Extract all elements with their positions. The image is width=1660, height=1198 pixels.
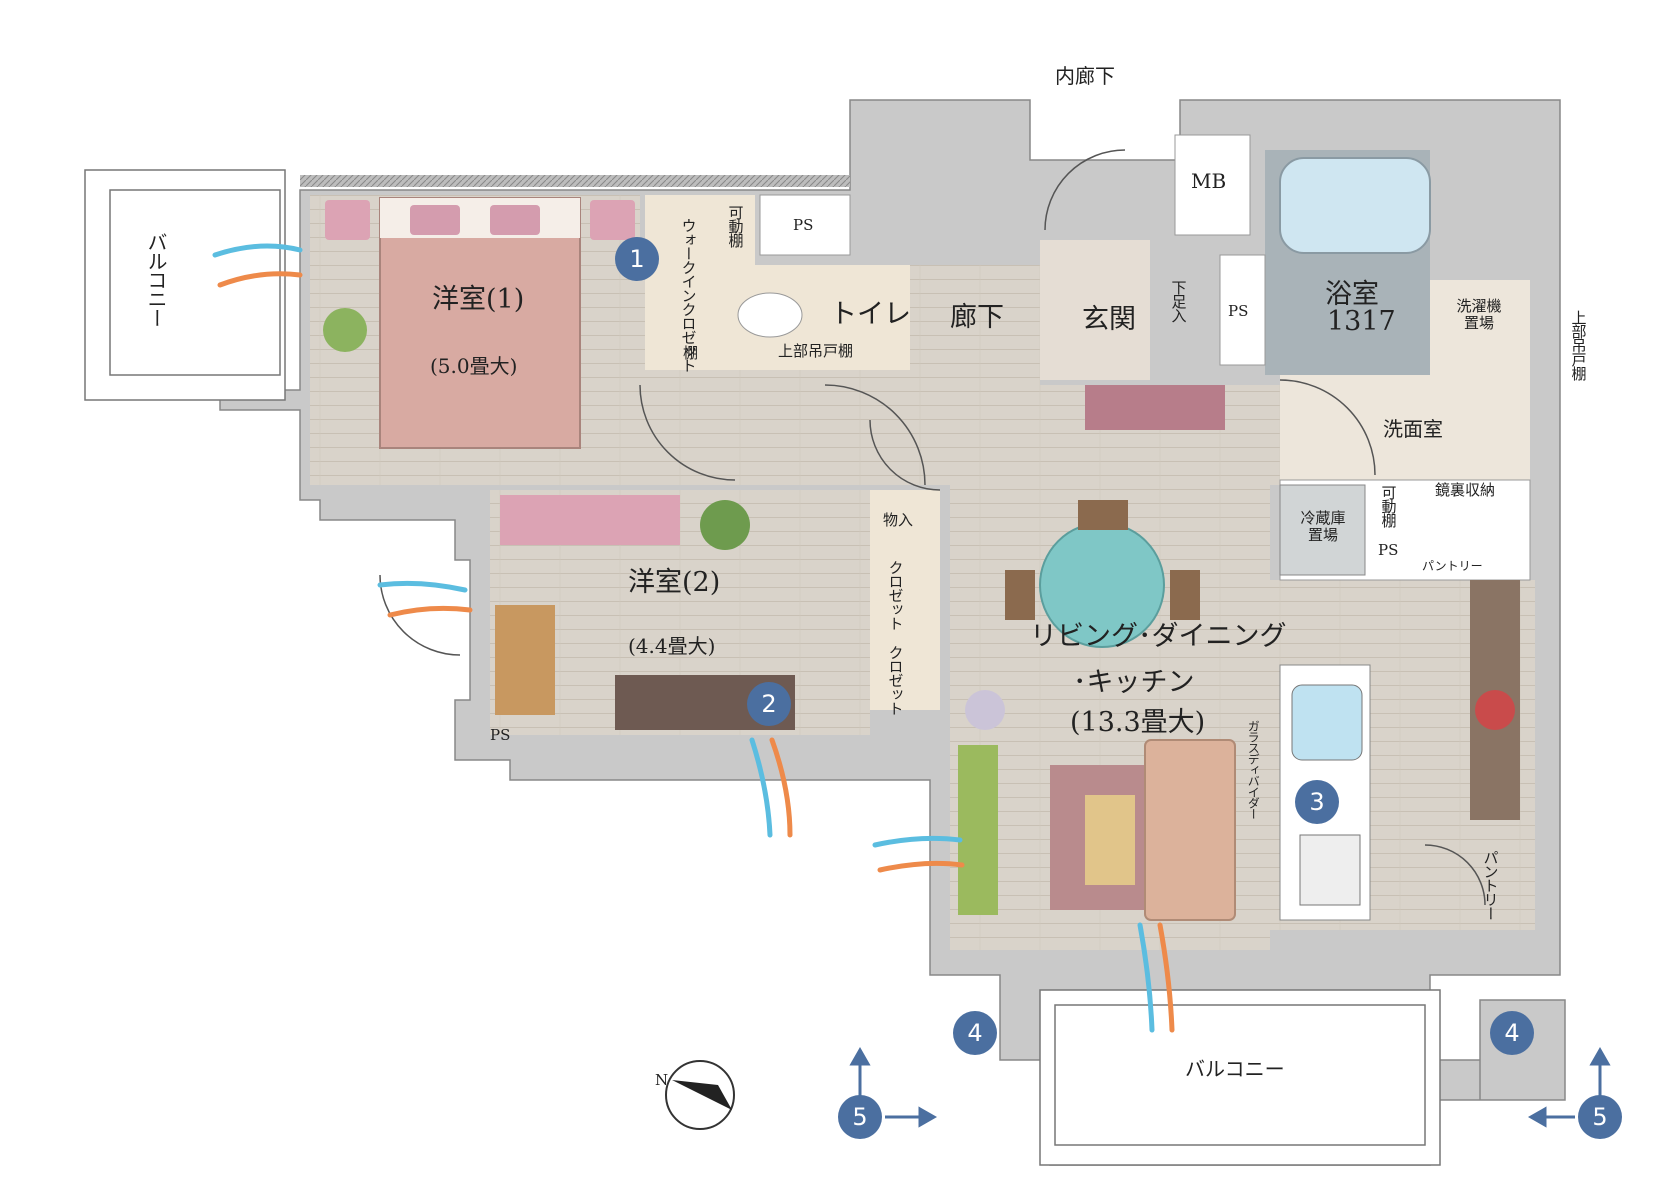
ps-box-top bbox=[759, 194, 851, 256]
room-hallway: 廊下 bbox=[950, 302, 1004, 333]
room-western1-name: 洋室(1) bbox=[432, 284, 525, 315]
room-western2-name: 洋室(2) bbox=[628, 567, 721, 598]
badge-5-right: 5 bbox=[1578, 1095, 1622, 1139]
label-washer: 洗濯機置場 bbox=[1456, 297, 1502, 332]
label-fridge: 冷蔵庫置場 bbox=[1300, 509, 1346, 544]
console-table bbox=[1085, 385, 1225, 430]
mb-box bbox=[1174, 134, 1251, 236]
floor-entrance bbox=[1040, 240, 1150, 380]
room-ldk-name2: ･キッチン bbox=[1073, 667, 1195, 698]
floor-walkin bbox=[645, 195, 755, 370]
label-compass-n: N bbox=[655, 1071, 669, 1089]
label-closet2: クロゼット bbox=[886, 645, 905, 715]
label-upper-cabinet: 上部吊戸棚 bbox=[778, 342, 854, 360]
label-ps-top: PS bbox=[793, 216, 814, 234]
label-closet1: クロゼット bbox=[886, 560, 905, 630]
floor-storage bbox=[870, 490, 940, 710]
label-movable-shelf2: 可動棚 bbox=[1379, 485, 1398, 527]
label-ps-entry: PS bbox=[1228, 302, 1249, 320]
compass-icon bbox=[665, 1060, 735, 1130]
label-mb: MB bbox=[1191, 169, 1227, 193]
label-balcony-bottom: バルコニー bbox=[1185, 1057, 1285, 1081]
plant-room2 bbox=[700, 500, 750, 550]
chair-right bbox=[1170, 570, 1200, 620]
room-western2-size: (4.4畳大) bbox=[628, 634, 716, 658]
side-desk bbox=[495, 605, 555, 715]
label-storage: 物入 bbox=[883, 511, 914, 529]
fridge-space bbox=[1279, 484, 1366, 576]
label-upper-cabinet-right: 上部吊戸棚 bbox=[1569, 310, 1588, 380]
room-washroom: 洗面室 bbox=[1383, 417, 1443, 441]
sink bbox=[1291, 684, 1363, 761]
label-movable-shelf1: 可動棚 bbox=[726, 205, 745, 247]
room-ldk-size: (13.3畳大) bbox=[1070, 707, 1206, 738]
desk-pink bbox=[500, 495, 680, 545]
room-bath: 浴室 bbox=[1325, 279, 1379, 310]
flowers bbox=[1475, 690, 1515, 730]
label-shelf: 棚 bbox=[683, 344, 699, 362]
tv-board bbox=[958, 745, 998, 915]
badge-4-right: 4 bbox=[1490, 1011, 1534, 1055]
ps-box-entry bbox=[1219, 254, 1266, 366]
breeze-arrows bbox=[212, 243, 1175, 1033]
badge-3: 3 bbox=[1295, 780, 1339, 824]
chair-top bbox=[1078, 500, 1128, 530]
label-pantry: パントリー bbox=[1481, 850, 1500, 920]
view-arrows bbox=[849, 1046, 1611, 1128]
top-hatch bbox=[300, 175, 850, 187]
balcony-left bbox=[84, 169, 286, 401]
label-ps-kitchen: PS bbox=[1378, 541, 1399, 559]
room-entrance: 玄関 bbox=[1082, 304, 1136, 335]
label-mirror-storage: 鏡裏収納 bbox=[1435, 481, 1496, 499]
coffee-table bbox=[1085, 795, 1135, 885]
bathtub bbox=[1279, 157, 1431, 254]
label-ps-bottom: PS bbox=[490, 726, 511, 744]
room-bath-size: 1317 bbox=[1327, 306, 1396, 337]
label-balcony-left: バルコニー bbox=[144, 232, 168, 327]
label-walkin-closet: ウォークインクロゼット bbox=[679, 218, 698, 372]
label-shoe-box: 下足入 bbox=[1169, 280, 1188, 322]
bed bbox=[379, 197, 581, 449]
badge-4-left: 4 bbox=[953, 1011, 997, 1055]
nightstand-left bbox=[325, 200, 370, 240]
balcony-bottom bbox=[1039, 989, 1441, 1166]
plant-bedroom bbox=[323, 308, 367, 352]
label-pantry-small: パントリー bbox=[1422, 559, 1483, 573]
stove bbox=[1299, 834, 1361, 906]
door-swings bbox=[379, 149, 1486, 906]
badge-1: 1 bbox=[615, 237, 659, 281]
room-toilet: トイレ bbox=[830, 299, 911, 330]
toilet-bowl bbox=[737, 292, 803, 338]
chair-left bbox=[1005, 570, 1035, 620]
badge-2: 2 bbox=[747, 682, 791, 726]
corridor-label: 内廊下 bbox=[1055, 64, 1115, 88]
sofa bbox=[1144, 739, 1236, 921]
nightstand-right bbox=[590, 200, 635, 240]
label-glass-divider: ガラスディバイダー bbox=[1246, 720, 1261, 819]
room-western1-size: (5.0畳大) bbox=[430, 354, 518, 378]
room-ldk-name: リビング･ダイニング bbox=[1030, 621, 1287, 652]
round-rug bbox=[965, 690, 1005, 730]
badge-5-left: 5 bbox=[838, 1095, 882, 1139]
